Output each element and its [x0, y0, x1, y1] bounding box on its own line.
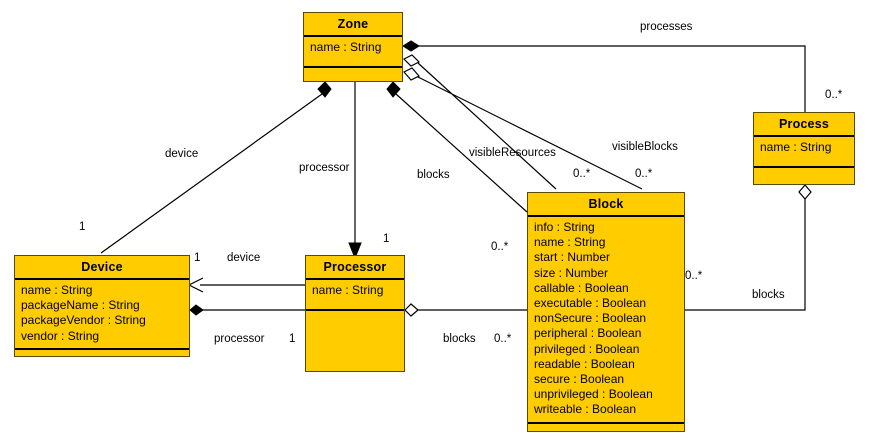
- edge-label-processor-composition: processor: [214, 333, 265, 345]
- edge-process-block-blocks: [685, 184, 812, 311]
- class-name-device: Device: [15, 256, 189, 280]
- attribute-row: nonSecure : Boolean: [534, 311, 647, 326]
- class-attributes-processor: name : String: [306, 280, 404, 311]
- class-operations-block: [528, 424, 684, 438]
- edge-zone-processor: [348, 82, 362, 260]
- multiplicity-block-left: 0..*: [491, 241, 509, 253]
- class-operations-zone: [304, 68, 402, 82]
- multiplicity-visibleresources: 0..*: [573, 168, 591, 180]
- edge-label-blocks-process: blocks: [752, 289, 785, 301]
- edge-label-blocks-from-zone: blocks: [417, 169, 450, 181]
- edge-processor-block-blocks: [404, 303, 527, 317]
- multiplicity-processor-bottom: 1: [289, 333, 296, 345]
- class-operations-device: [15, 350, 189, 364]
- class-attributes-device: name : String packageName : String packa…: [15, 280, 189, 350]
- class-name-block: Block: [528, 193, 684, 217]
- class-attributes-process: name : String: [754, 137, 854, 168]
- class-box-process[interactable]: Process name : String: [753, 112, 855, 185]
- attribute-row: name : String: [310, 40, 382, 54]
- class-operations-process: [754, 168, 854, 182]
- edge-label-blocks-processor: blocks: [443, 333, 476, 345]
- multiplicity-process-top: 0..*: [825, 89, 843, 101]
- edge-label-processor-from-zone: processor: [299, 162, 350, 174]
- attribute-row: name : String: [21, 283, 93, 297]
- class-operations-processor: [306, 311, 404, 325]
- attribute-row: readable : Boolean: [534, 356, 635, 371]
- class-box-device[interactable]: Device name : String packageName : Strin…: [14, 255, 190, 357]
- class-attributes-zone: name : String: [304, 37, 402, 68]
- attribute-row: name : String: [534, 235, 606, 250]
- attribute-row: executable : Boolean: [534, 296, 647, 311]
- class-name-processor: Processor: [306, 256, 404, 280]
- edge-zone-device: [100, 81, 332, 254]
- class-box-zone[interactable]: Zone name : String: [303, 12, 403, 82]
- multiplicity-blocks-processor: 0..*: [494, 333, 512, 345]
- class-name-zone: Zone: [304, 13, 402, 37]
- attribute-row: packageVendor : String: [21, 313, 146, 328]
- attribute-row: writeable : Boolean: [534, 402, 637, 417]
- attribute-row: start : Number: [534, 250, 611, 265]
- class-attributes-block: info : String name : String start : Numb…: [528, 217, 684, 424]
- multiplicity-visibleblocks: 0..*: [635, 168, 653, 180]
- edge-processor-device-association: [187, 277, 305, 293]
- edge-label-processes: processes: [640, 21, 693, 33]
- attribute-row: callable : Boolean: [534, 280, 629, 295]
- multiplicity-device-right: 1: [194, 252, 201, 264]
- multiplicity-processor-top: 1: [383, 233, 390, 245]
- attribute-row: size : Number: [534, 265, 609, 280]
- attribute-row: packageName : String: [21, 298, 140, 313]
- edge-label-device-association: device: [227, 252, 261, 264]
- attribute-row: name : String: [760, 140, 832, 154]
- multiplicity-device-top: 1: [79, 221, 86, 233]
- multiplicity-block-right: 0..*: [685, 270, 703, 282]
- edge-label-visibleblocks: visibleBlocks: [612, 141, 678, 153]
- class-box-block[interactable]: Block info : String name : String start …: [527, 192, 685, 432]
- edge-zone-process-processes: [402, 40, 806, 112]
- attribute-row: vendor : String: [21, 328, 100, 343]
- attribute-row: info : String: [534, 220, 595, 234]
- edge-label-device-from-zone: device: [165, 148, 199, 160]
- attribute-row: unprivileged : Boolean: [534, 387, 653, 402]
- edge-device-processor-composition: [189, 304, 305, 316]
- attribute-row: secure : Boolean: [534, 372, 625, 387]
- class-name-process: Process: [754, 113, 854, 137]
- attribute-row: peripheral : Boolean: [534, 326, 642, 341]
- edge-label-visibleresources: visibleResources: [469, 147, 556, 159]
- class-box-processor[interactable]: Processor name : String: [305, 255, 405, 372]
- attribute-row: name : String: [312, 283, 384, 297]
- attribute-row: privileged : Boolean: [534, 341, 640, 356]
